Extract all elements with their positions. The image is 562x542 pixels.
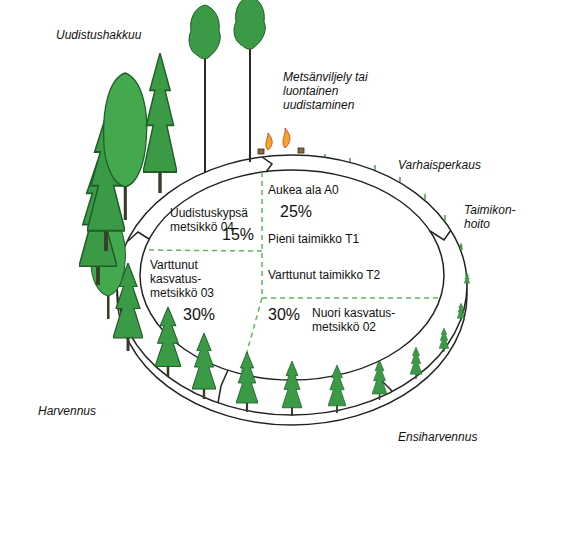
seedling: [399, 177, 400, 182]
seed-tree: [189, 5, 220, 173]
ring-arrow: [218, 370, 228, 403]
fire: [283, 128, 290, 148]
ring-arrow: [262, 157, 272, 172]
trees: [79, 0, 470, 416]
sector-label: Nuori kasvatus- metsikkö 02: [312, 306, 412, 334]
seedling: [374, 165, 375, 170]
tree: [410, 347, 422, 379]
tree: [372, 360, 387, 400]
sector-line: [262, 297, 438, 299]
sector-label: Varttunut kasvatus- metsikkö 03: [150, 258, 230, 300]
sector-line: [261, 172, 263, 298]
tree: [457, 303, 465, 321]
stump: [258, 149, 264, 154]
cycle-ring: [117, 155, 467, 415]
seedling: [424, 194, 425, 200]
clearing: [258, 128, 445, 222]
tree: [143, 53, 177, 193]
seedling: [324, 154, 325, 157]
tree: [464, 273, 470, 285]
sector-label: Pieni taimikko T1: [268, 232, 359, 246]
stage-label: Harvennus: [38, 404, 96, 418]
percent-label: 25%: [280, 203, 312, 221]
tree: [328, 365, 346, 413]
seedling: [349, 158, 350, 162]
tree: [104, 73, 147, 220]
tree: [192, 333, 216, 399]
ring-arrow: [430, 230, 451, 240]
sector-line: [146, 250, 262, 251]
percent-label: 30%: [183, 306, 215, 324]
seedling: [444, 215, 445, 222]
fire: [266, 133, 272, 150]
tree: [439, 328, 449, 352]
percent-label: 30%: [268, 306, 300, 324]
stage-label: Taimikon- hoito: [464, 203, 522, 231]
sector-label: Aukea ala A0: [268, 183, 339, 197]
ring-arrow: [128, 232, 149, 241]
sector-label: Varttunut taimikko T2: [268, 268, 380, 282]
stand-ellipse: [140, 170, 444, 380]
tree: [459, 243, 463, 251]
stage-label: Uudistushakkuu: [56, 28, 141, 42]
seed-tree: [234, 0, 265, 162]
stage-label: Metsänviljely tai luontainen uudistamine…: [283, 70, 395, 112]
stage-label: Ensiharvennus: [398, 430, 477, 444]
sector-lines: [146, 172, 438, 373]
tree: [236, 352, 258, 412]
stage-label: Varhaisperkaus: [398, 158, 481, 172]
tree: [282, 361, 302, 416]
tree: [155, 307, 181, 377]
stump: [298, 148, 304, 153]
percent-label: 15%: [222, 226, 254, 244]
